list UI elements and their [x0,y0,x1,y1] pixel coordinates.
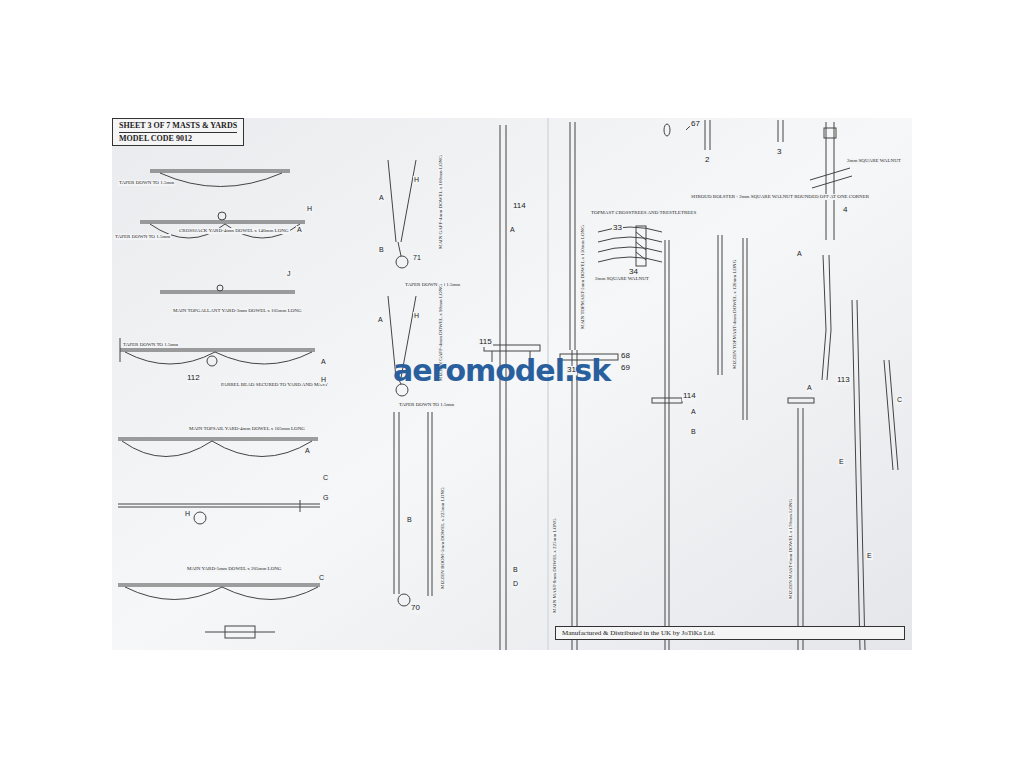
callout-letter: A [690,408,697,416]
detail-sketches [598,120,852,266]
callout-letter: H [306,205,313,213]
callout-number: 33 [612,224,623,233]
callout-number: 114 [682,392,697,401]
callout-letter: A [296,226,303,234]
callout-number: 67 [690,120,701,129]
callout-letter: H [184,510,191,518]
callout-number: 3 [776,148,782,157]
callout-number: 2 [704,156,710,165]
callout-number: 69 [620,364,631,373]
callout-letter: J [286,270,292,278]
callout-number: 115 [478,338,493,347]
callout-letter: A [796,250,803,258]
callout-letter: A [378,194,385,202]
part-note: CROSSJACK YARD-4mm DOWEL x 140mm LONG [178,228,290,234]
part-note: MIZZEN BOOM-5mm DOWEL x 225mm LONG [440,486,446,590]
part-note: MAIN TOPMAST-5mm DOWEL x 150mm LONG [580,224,586,330]
callout-letter: E [866,552,873,560]
part-note: MAIN GAFF-4mm DOWEL x 100mm LONG [438,154,444,250]
callout-letter: A [806,384,813,392]
callout-number: 70 [410,604,421,613]
watermark: aeromodel.sk [392,354,611,387]
model-code: MODEL CODE 9012 [119,132,237,143]
part-note: MAIN MAST-8mm DOWEL x 225mm LONG [552,518,558,615]
callout-number: 112 [186,374,201,383]
callout-letter: H [413,312,420,320]
part-note: TOPMAST CROSSTREES AND TRESTLETREES [590,210,697,216]
part-note: TAPER DOWN TO 1.5mm [404,282,461,288]
part-note: 2mm SQUARE WALNUT [846,158,902,164]
part-note: MAIN YARD-5mm DOWEL x 205mm LONG [186,566,282,572]
callout-number: 114 [512,202,527,211]
part-note: MIZZEN MAST-6mm DOWEL x 170mm LONG [788,498,794,600]
sheet-title: SHEET 3 OF 7 MASTS & YARDS [119,121,237,130]
maker-box: Manufactured & Distributed in the UK by … [555,626,905,640]
part-note: TAPER DOWN TO 1.5mm [122,342,179,348]
callout-letter: C [322,474,329,482]
part-note: PARREL BEAD SECURED TO YARD AND MAST [220,382,329,388]
callout-letter: D [512,580,519,588]
part-note: 2mm SQUARE WALNUT [594,276,650,282]
part-note: TAPER DOWN TO 1.5mm [398,402,455,408]
title-block: SHEET 3 OF 7 MASTS & YARDS MODEL CODE 901… [112,118,244,146]
maker-note: Manufactured & Distributed in the UK by … [562,629,898,637]
part-note: MAIN TOPSAIL YARD-4mm DOWEL x 165mm LONG [188,426,306,432]
callout-letter: E [838,458,845,466]
callout-letter: A [304,447,311,455]
callout-letter: B [512,566,519,574]
callout-letter: G [322,494,329,502]
callout-number: 71 [412,254,422,262]
callout-letter: B [406,516,413,524]
callout-number: 68 [620,352,631,361]
callout-number: 4 [842,206,848,215]
part-note: MIZZEN TOPMAST-4mm DOWEL x 120mm LONG [732,259,738,370]
part-note: MAIN TOPGALLANT YARD-3mm DOWEL x 105mm L… [172,308,303,314]
callout-letter: C [318,574,325,582]
part-note: TAPER DOWN TO 1.5mm [114,234,171,240]
paper-sheet [112,118,912,650]
callout-letter: A [509,226,516,234]
part-note: TAPER DOWN TO 1.5mm [118,180,175,186]
yards [118,170,320,638]
callout-letter: C [896,396,903,404]
callout-letter: H [413,176,420,184]
callout-letter: B [690,428,697,436]
callout-number: 113 [836,376,851,385]
callout-letter: A [320,358,327,366]
part-note: SHROUD BOLSTER - 2mm SQUARE WALNUT ROUND… [690,194,870,200]
callout-letter: B [378,246,385,254]
callout-letter: A [377,316,384,324]
callout-letter: H [320,376,327,384]
